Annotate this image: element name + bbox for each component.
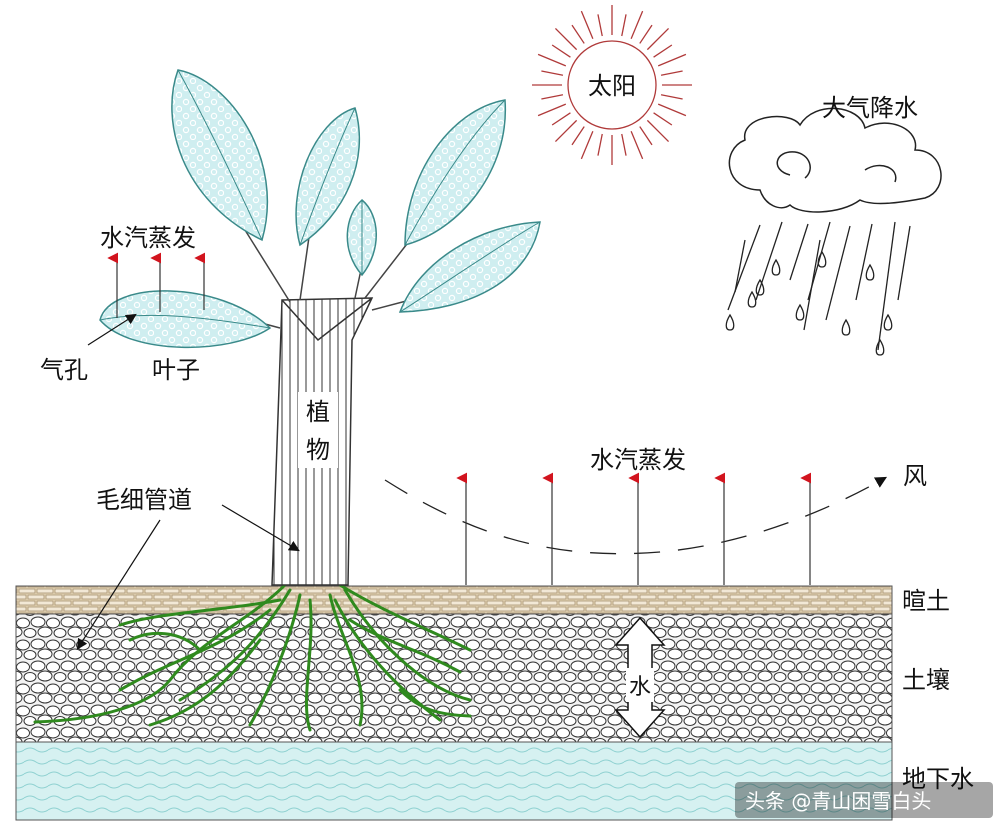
plant-label-1: 植 [306,398,330,426]
watermark: 头条 @青山困雪白头 [745,789,931,813]
sun-ray [537,103,567,117]
rain-drop [771,258,781,276]
rain-drop [725,313,735,331]
sun-ray [554,27,578,51]
rain-streak [727,224,761,311]
plant-label-2: 物 [306,436,330,464]
wind-label: 风 [903,462,927,490]
sun-ray [630,130,644,160]
rain-drop [883,313,893,331]
sun-ray [597,133,603,156]
rain-drop [817,250,827,268]
sun-ray [639,24,653,44]
sun-ray [653,44,673,58]
sun-ray [580,130,594,160]
sun-ray [554,119,578,143]
sun-ray [621,14,627,37]
precipitation-label: 大气降水 [822,94,918,122]
sun-ray [551,112,571,126]
sun-ray [537,53,567,67]
rain-drop [875,338,885,356]
watermark-bg [735,782,993,818]
sun-ray [630,10,644,40]
rain-drop [755,278,765,296]
leaf-left [99,290,272,348]
sun-ray [653,112,673,126]
soil-evaporation-arrows [456,472,812,585]
rain-streak [734,239,746,293]
rain-streak [897,225,911,301]
roots [33,583,472,732]
sun-ray [541,94,564,100]
leaf-evaporation-label: 水汽蒸发 [100,224,196,252]
sun-ray [541,70,564,76]
sun-ray [657,103,687,117]
rain-streak [755,221,783,301]
capillary-pointer-soil [76,519,161,650]
sun-ray [660,70,683,76]
sun-ray [551,44,571,58]
sun-ray [597,14,603,37]
water-label: 水 [629,675,651,700]
stomata-label: 气孔 [40,356,88,384]
stem-fork [281,297,373,342]
capillary-pointer-stem [221,504,300,552]
leaf-evaporation-arrows [107,252,206,318]
sun-ray [580,10,594,40]
rain-streak [789,223,809,281]
sun-ray [571,126,585,146]
sun-ray [571,24,585,44]
rain-streak [855,223,873,301]
rain-streak [877,221,896,351]
capillary-label: 毛细管道 [96,486,192,514]
sun-ray [621,133,627,156]
sun-ray [639,126,653,146]
groundwater-layer [15,741,893,821]
sun-label: 太阳 [588,72,636,100]
leaf-veins [99,69,541,329]
soil-label: 土壤 [902,666,950,694]
leaves [99,69,541,348]
sun-icon [532,5,692,165]
topsoil-label: 暄土 [902,587,950,615]
sun-ray [660,94,683,100]
rain-drop [865,263,875,281]
stomata-pointer [87,313,137,346]
soil-evaporation-label: 水汽蒸发 [590,446,686,474]
water-exchange-arrow [614,616,666,739]
leaf-top-left [171,69,268,242]
rain-streak [825,225,851,321]
leaf-label: 叶子 [152,356,200,384]
rain [725,221,911,356]
cloud-icon [728,107,942,213]
sun-ray [646,27,670,51]
cloud-swirl [776,151,897,183]
plant-label-bg [298,392,338,468]
rain-drop [841,318,851,336]
sun-ray [646,119,670,143]
rain-streak [803,239,821,331]
sun-ray [657,53,687,67]
rain-drop [795,303,805,321]
leaf-top-right [404,99,507,246]
topsoil-layer [15,585,893,615]
groundwater-label: 地下水 [902,765,974,793]
rain-drop [747,290,757,308]
